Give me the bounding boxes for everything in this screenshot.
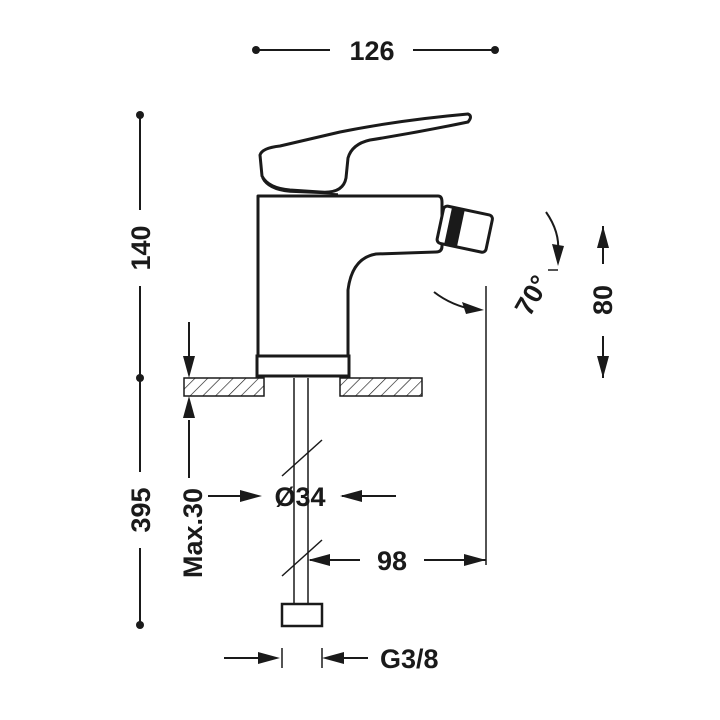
lever-handle bbox=[258, 112, 472, 194]
countertop-right-section bbox=[339, 377, 423, 397]
dimension-126: 126 bbox=[252, 36, 499, 66]
dimension-diameter-34-label: Ø34 bbox=[274, 482, 325, 512]
dimension-max30: Max.30 bbox=[178, 322, 208, 578]
dimension-g38-label: G3/8 bbox=[380, 644, 439, 674]
mixer-main-body bbox=[256, 194, 444, 358]
g38-connection-nut bbox=[280, 602, 324, 628]
dimension-395-label: 395 bbox=[126, 487, 156, 532]
dimension-140-label: 140 bbox=[126, 225, 156, 270]
countertop bbox=[183, 377, 423, 397]
dimension-80-label: 80 bbox=[588, 285, 618, 315]
bidet-spout-nozzle bbox=[435, 204, 494, 254]
dimension-g38: G3/8 bbox=[224, 644, 439, 674]
pipe-break-line-upper bbox=[281, 439, 323, 477]
dimension-98: 98 bbox=[308, 286, 487, 576]
dimension-98-label: 98 bbox=[377, 546, 407, 576]
lever-shadow bbox=[261, 177, 339, 195]
dimension-left-vertical: 140 395 bbox=[126, 111, 156, 629]
dimension-126-label: 126 bbox=[349, 36, 394, 66]
mixer-base-ring bbox=[255, 354, 351, 378]
dimension-max30-label: Max.30 bbox=[178, 488, 208, 578]
pipe-break-line-lower bbox=[281, 539, 323, 577]
dimension-80: 80 bbox=[588, 226, 618, 378]
dimension-angle-70-label: 70° bbox=[509, 270, 555, 320]
faucet-body bbox=[255, 112, 494, 628]
countertop-left-section bbox=[183, 377, 265, 397]
dimension-diameter-34: Ø34 bbox=[208, 482, 396, 512]
